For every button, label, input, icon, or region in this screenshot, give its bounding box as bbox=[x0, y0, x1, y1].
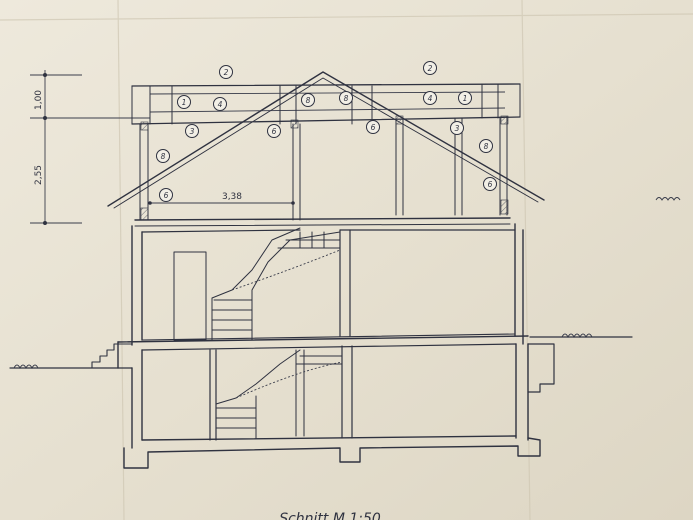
roof-tag: 2 bbox=[219, 65, 233, 79]
roof-tag-label: 1 bbox=[463, 94, 468, 103]
roof-tag-label: 6 bbox=[371, 123, 376, 132]
dimension-upper-label: 1,00 bbox=[34, 90, 44, 110]
roof-tag-label: 6 bbox=[272, 127, 277, 136]
roof-tag: 6 bbox=[366, 120, 380, 134]
grass-left-icon bbox=[13, 364, 39, 370]
upper-floor bbox=[117, 223, 529, 346]
dimension-lower-label: 2,55 bbox=[34, 165, 44, 185]
roof-rafters bbox=[107, 71, 545, 207]
roof-tag: 1 bbox=[458, 91, 472, 105]
roof-tag: 2 bbox=[423, 61, 437, 75]
roof-tag: 8 bbox=[301, 93, 315, 107]
drawing-caption: Schnitt M 1:50 bbox=[279, 511, 381, 520]
roof-tag: 4 bbox=[423, 91, 437, 105]
roof-tag-label: 8 bbox=[306, 96, 311, 105]
grass-right-icon bbox=[561, 333, 593, 339]
roof-tag-label: 2 bbox=[428, 64, 433, 73]
ground-line bbox=[9, 336, 633, 369]
roof-tag-label: 1 bbox=[182, 98, 187, 107]
roof-tag-label: 4 bbox=[428, 94, 433, 103]
roof-tag: 3 bbox=[185, 124, 199, 138]
roof-tag-label: 8 bbox=[344, 94, 349, 103]
span-dimension-label: 3,38 bbox=[222, 192, 242, 202]
roof-tag: 3 bbox=[450, 121, 464, 135]
roof-tag-label: 8 bbox=[161, 152, 166, 161]
roof-tag-label: 3 bbox=[190, 127, 195, 136]
roof-tag-label: 8 bbox=[484, 142, 489, 151]
roof-tag-label: 4 bbox=[218, 100, 223, 109]
roof-tag: 8 bbox=[339, 91, 353, 105]
roof-tag-label: 2 bbox=[224, 68, 229, 77]
roof-tag: 6 bbox=[483, 177, 497, 191]
roof-tag-label: 6 bbox=[164, 191, 169, 200]
roof-structure bbox=[107, 71, 545, 227]
roof-tag: 8 bbox=[479, 139, 493, 153]
roof-tag: 4 bbox=[213, 97, 227, 111]
dimension-chain bbox=[30, 70, 150, 225]
grass-far-right-icon bbox=[655, 197, 681, 201]
entrance-steps bbox=[91, 343, 133, 369]
door-opening bbox=[173, 251, 207, 341]
roof-tag-label: 6 bbox=[488, 180, 493, 189]
roof-tag: 8 bbox=[156, 149, 170, 163]
roof-tag-label: 3 bbox=[455, 124, 460, 133]
lower-floor bbox=[117, 341, 555, 469]
roof-tag: 6 bbox=[267, 124, 281, 138]
roof-tags: 1 2 4 8 8 2 4 1 3 6 6 3 8 8 6 6 bbox=[156, 61, 497, 202]
roof-tag: 1 bbox=[177, 95, 191, 109]
roof-tag: 6 bbox=[159, 188, 173, 202]
